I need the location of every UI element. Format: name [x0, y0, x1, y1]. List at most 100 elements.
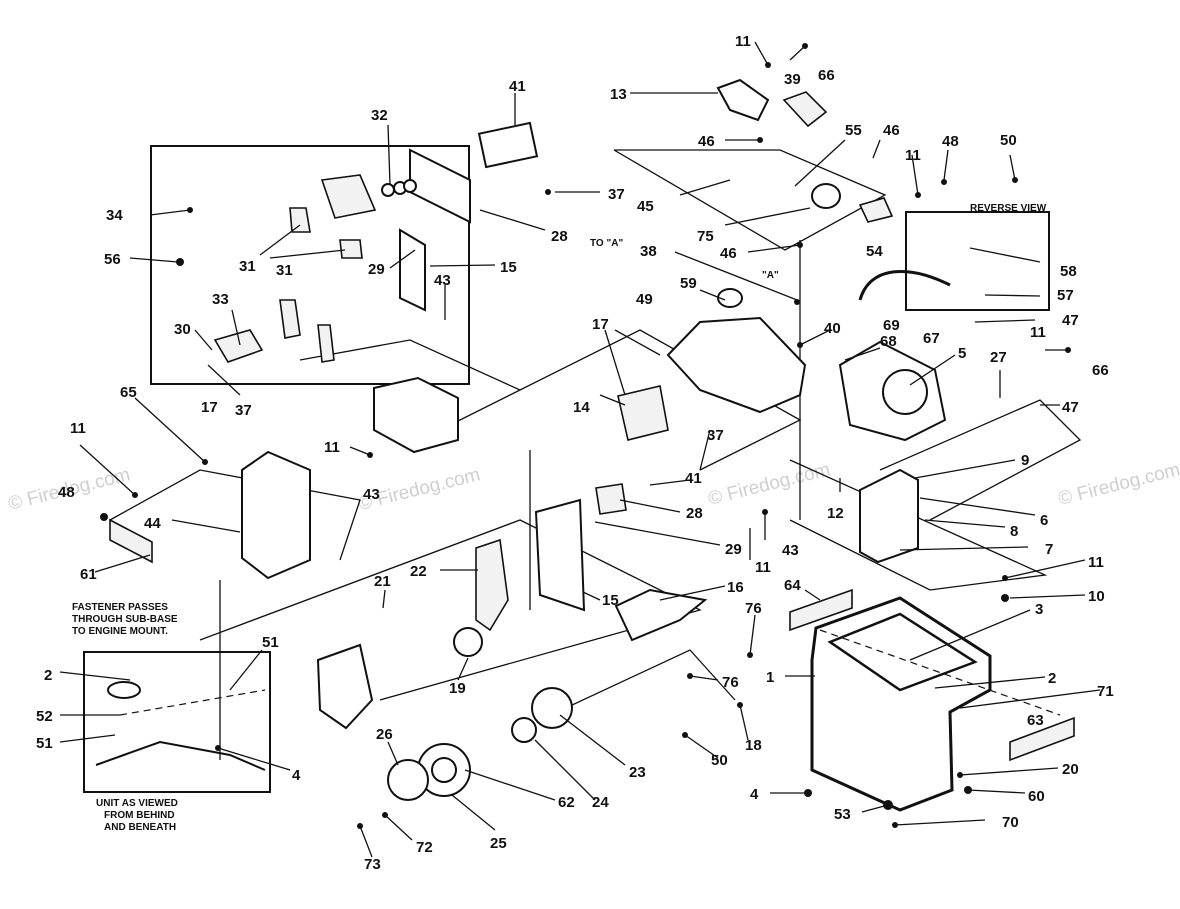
callout-label: 65: [120, 384, 137, 401]
fastener-note-line1: FASTENER PASSES: [72, 602, 168, 613]
part-shapes: [95, 78, 1075, 812]
callout-label: 7: [1045, 541, 1053, 558]
part-15-bracket-upper: [399, 228, 426, 312]
reverse-view-label: REVERSE VIEW: [970, 203, 1047, 214]
part-2-foot: [107, 681, 141, 699]
callout-label: 57: [1057, 287, 1074, 304]
callout-label: 60: [1028, 788, 1045, 805]
callout-label: 67: [923, 330, 940, 347]
callout-label: 11: [905, 147, 921, 164]
callout-label: 10: [1088, 588, 1105, 605]
part-28-plate: [595, 483, 627, 515]
callout-label: 38: [640, 243, 657, 260]
callout-label: 18: [745, 737, 762, 754]
underside-inset-box: UNIT AS VIEWED FROM BEHIND AND BENEATH: [83, 651, 271, 833]
callout-label: 11: [1088, 554, 1104, 571]
part-1-frame: [810, 596, 992, 812]
fastener-note-line2: THROUGH SUB-BASE: [72, 614, 178, 625]
part-54-bracket: [858, 197, 894, 223]
callout-label: 11: [1030, 324, 1046, 341]
blower-housing: [316, 643, 374, 730]
callout-label: 43: [363, 486, 380, 503]
panel-bracket: [320, 174, 377, 219]
part-31-upper: [289, 207, 311, 233]
callout-label: 49: [636, 291, 653, 308]
callout-label: 46: [698, 133, 715, 150]
watermark-center-right: © Firedog.com: [706, 459, 832, 510]
callout-label: 17: [201, 399, 218, 416]
callout-label: 47: [1062, 399, 1079, 416]
callout-label: 2: [1048, 670, 1056, 687]
callout-label: 50: [1000, 132, 1017, 149]
part-13-bracket: [716, 78, 770, 122]
part-16-bracket: [614, 588, 708, 642]
callout-label: 15: [500, 259, 517, 276]
callout-label: 64: [784, 577, 801, 594]
callout-label: 27: [990, 349, 1007, 366]
callout-label: 17: [592, 316, 609, 333]
callout-label: 68: [880, 333, 897, 350]
callout-label: 46: [720, 245, 737, 262]
callout-label: 29: [725, 541, 742, 558]
callout-label: 73: [364, 856, 381, 873]
callout-label: 33: [212, 291, 229, 308]
callout-label: 5: [958, 345, 966, 362]
callout-label: 51: [36, 735, 53, 752]
callout-label: 52: [36, 708, 53, 725]
part-69-hose: [858, 270, 951, 301]
callout-label: 16: [727, 579, 744, 596]
callout-label: 43: [434, 272, 451, 289]
view-note-line2: FROM BEHIND: [104, 810, 175, 821]
leader-lines: [59, 41, 1101, 858]
callout-label: 66: [818, 67, 835, 84]
part-bar-1: [279, 299, 301, 339]
control-panel-plate: [409, 148, 471, 224]
callout-label: 37: [707, 427, 724, 444]
callout-label: 70: [1002, 814, 1019, 831]
callout-label: 45: [637, 198, 654, 215]
callout-label: 22: [410, 563, 427, 580]
callout-label: 21: [374, 573, 391, 590]
callout-label: 48: [942, 133, 959, 150]
fastener-note-line3: TO ENGINE MOUNT.: [72, 626, 168, 637]
callout-label: 40: [824, 320, 841, 337]
callout-label: 29: [368, 261, 385, 278]
part-55-solenoid: [811, 183, 841, 209]
callout-label: 46: [883, 122, 900, 139]
callout-label: 14: [573, 399, 590, 416]
callout-label: 31: [276, 262, 293, 279]
callout-label: 4: [292, 767, 301, 784]
part-41-switch: [477, 121, 539, 169]
callout-label: 48: [58, 484, 75, 501]
callout-labels: 11 66 13 39 46 55 46 11 48 50 41 32 37 4…: [36, 33, 1114, 873]
callout-label: 50: [711, 752, 728, 769]
part-59-fuel-cap: [717, 288, 743, 308]
callout-label: 23: [629, 764, 646, 781]
part-39-strap: [782, 91, 828, 128]
callout-label: 59: [680, 275, 697, 292]
callout-label: 47: [1062, 312, 1079, 329]
callout-label: 56: [104, 251, 121, 268]
callout-label: 4: [750, 786, 759, 803]
callout-label: 26: [376, 726, 393, 743]
callout-label: 69: [883, 317, 900, 334]
part-6-receptacle-box: [859, 468, 919, 564]
part-bar-2: [317, 324, 335, 363]
callout-label: 24: [592, 794, 609, 811]
callout-label: 37: [235, 402, 252, 419]
part-61-strip: [109, 518, 153, 564]
part-15-mount-plate: [534, 498, 586, 612]
callout-label: 11: [324, 439, 340, 456]
callout-label: 76: [745, 600, 762, 617]
part-23-stator: [531, 687, 573, 729]
callout-label: 41: [685, 470, 702, 487]
reverse-view-box: REVERSE VIEW: [905, 203, 1050, 311]
callout-label: 19: [449, 680, 466, 697]
callout-label: 71: [1097, 683, 1114, 700]
fastener-dots: [100, 43, 1071, 829]
part-14-enclosure: [373, 376, 459, 454]
callout-label: 37: [608, 186, 625, 203]
watermark-right: © Firedog.com: [1056, 459, 1180, 510]
callout-label: 9: [1021, 452, 1029, 469]
